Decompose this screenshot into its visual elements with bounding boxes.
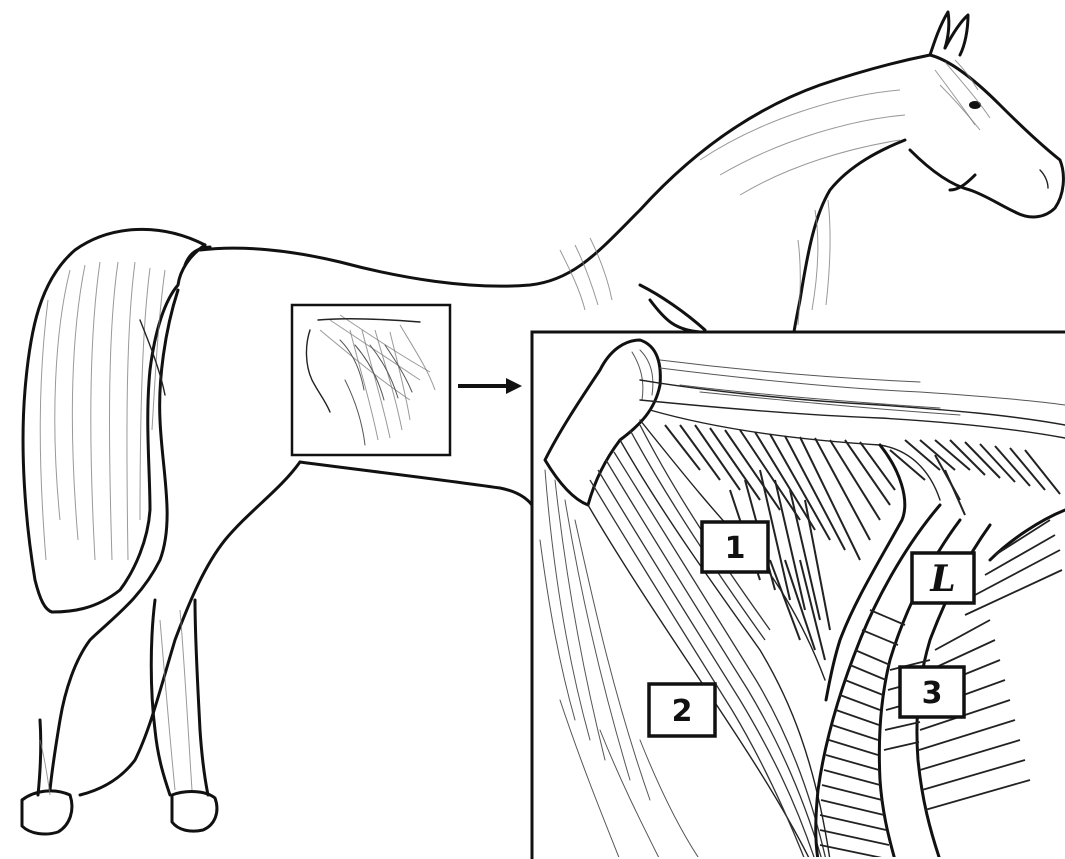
svg-text:L: L [929,558,955,600]
horse-hind-legs [22,290,300,834]
horse-head [910,12,1063,217]
flank-anatomy-detail: 1 L 2 3 [532,332,1065,859]
svg-text:1: 1 [725,531,746,566]
label-L: L [912,553,974,603]
svg-text:3: 3 [922,676,943,711]
horse-tail [23,229,205,612]
label-1: 1 [702,522,768,572]
label-2: 2 [649,684,715,736]
svg-text:2: 2 [672,694,693,729]
right-arrow-icon [458,378,522,394]
flank-highlight-box [292,305,450,455]
label-3: 3 [900,667,964,717]
